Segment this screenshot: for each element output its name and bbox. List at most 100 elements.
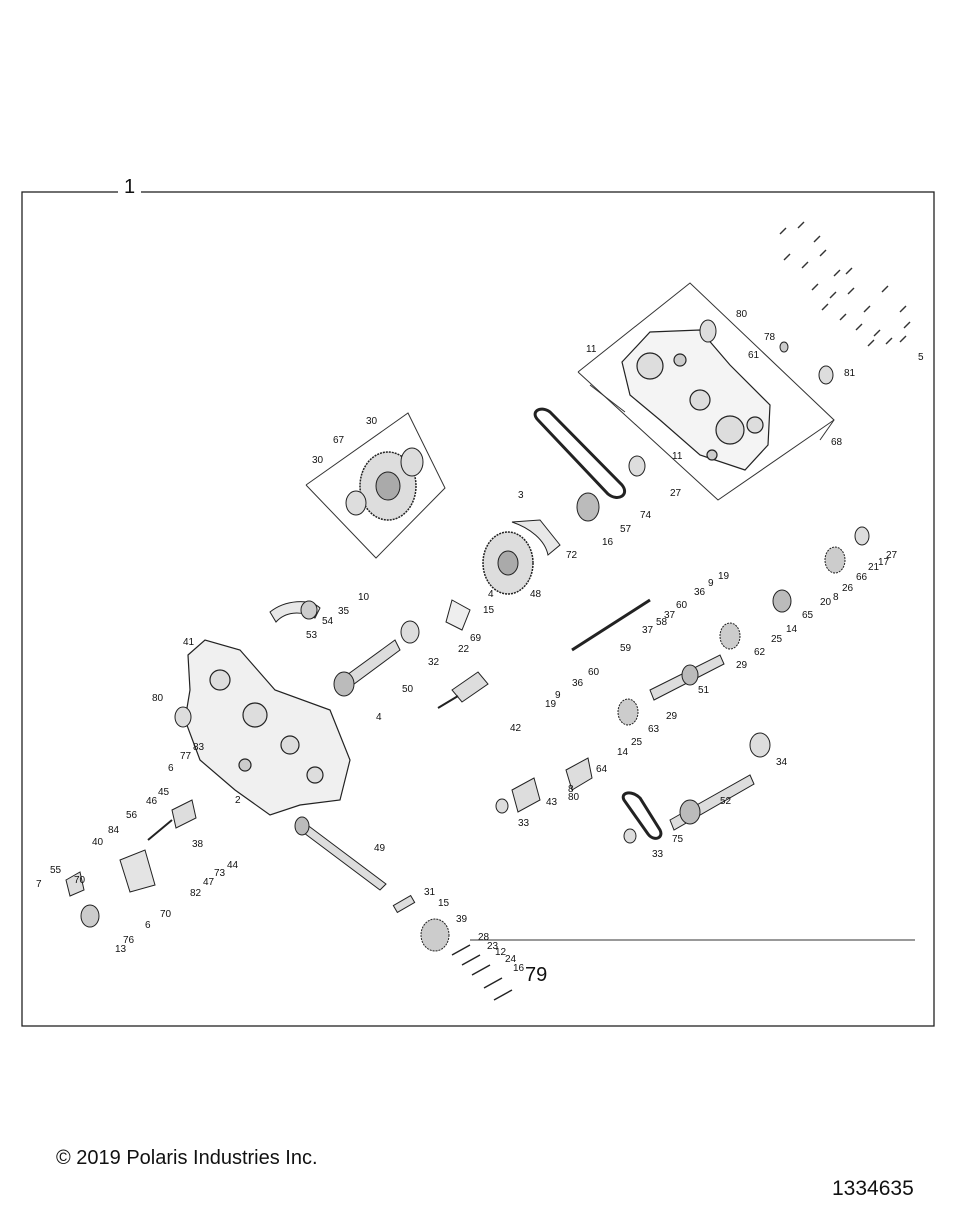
case-half-group-bracket <box>577 282 835 501</box>
lever-55 <box>65 871 85 897</box>
callout-70: 70 <box>74 875 86 886</box>
callout-63: 63 <box>648 724 660 735</box>
callout-5: 5 <box>918 352 924 363</box>
callout-57: 57 <box>620 524 632 535</box>
callout-67: 67 <box>333 435 345 446</box>
gear-48 <box>482 531 534 595</box>
callout-51: 51 <box>698 685 710 696</box>
callout-15: 15 <box>483 605 495 616</box>
callout-9: 9 <box>708 578 714 589</box>
callout-15b: 15 <box>438 898 450 909</box>
gasket-69 <box>445 599 471 631</box>
seal-27 <box>628 455 646 477</box>
callout-6b: 6 <box>145 920 151 931</box>
cover-43 <box>511 777 541 813</box>
callout-64: 64 <box>596 764 608 775</box>
bolt-set-5 <box>779 221 911 347</box>
callout-4b: 4 <box>376 712 382 723</box>
gear-66 <box>824 546 846 574</box>
diagram-number: 1334635 <box>832 1177 914 1200</box>
callout-38: 38 <box>192 839 204 850</box>
callout-26: 26 <box>842 583 854 594</box>
callout-76: 76 <box>123 935 135 946</box>
drive-belt-74 <box>533 407 627 499</box>
housing-40 <box>119 849 156 893</box>
callout-29: 29 <box>736 660 748 671</box>
shift-lever-72 <box>511 519 561 556</box>
gear-62 <box>719 622 741 650</box>
callout-47: 47 <box>203 877 215 888</box>
callout-82: 82 <box>190 888 202 899</box>
seal-80-top <box>699 319 717 343</box>
upper-case-half <box>621 329 771 471</box>
callout-4: 4 <box>488 589 494 600</box>
callout-73: 73 <box>214 868 226 879</box>
frame-label: 1 <box>118 176 142 199</box>
seal-33-left <box>495 798 509 814</box>
callout-3: 3 <box>518 490 524 501</box>
callout-37: 37 <box>664 610 676 621</box>
callout-37b: 37 <box>642 625 654 636</box>
callout-32: 32 <box>428 657 440 668</box>
callout-39: 39 <box>456 914 468 925</box>
callout-84: 84 <box>108 825 120 836</box>
callout-58: 58 <box>656 617 668 628</box>
shim-stack <box>451 944 513 1001</box>
callout-78: 78 <box>764 332 776 343</box>
callout-2: 2 <box>235 795 241 806</box>
callout-27: 27 <box>670 488 682 499</box>
callout-80b: 80 <box>152 693 164 704</box>
callout-13: 13 <box>115 944 127 955</box>
bearing-34 <box>749 732 771 758</box>
callout-55: 55 <box>50 865 62 876</box>
callout-21: 21 <box>868 562 880 573</box>
shaft-56 <box>147 819 173 841</box>
input-shaft-49 <box>294 816 387 891</box>
callout-77: 77 <box>180 751 192 762</box>
callout-11: 11 <box>586 344 597 355</box>
bushing-54 <box>300 600 318 620</box>
callout-34: 34 <box>776 757 788 768</box>
actuator-42 <box>437 671 489 709</box>
gear-group-bracket <box>305 412 446 559</box>
callout-74: 74 <box>640 510 652 521</box>
callout-30: 30 <box>366 416 378 427</box>
callout-83: 83 <box>193 742 205 753</box>
callout-16b: 16 <box>513 963 525 974</box>
callout-49: 49 <box>374 843 386 854</box>
bracket-45 <box>171 799 197 829</box>
output-shaft-51 <box>649 654 725 701</box>
callout-79: 79 <box>525 964 547 986</box>
callout-8: 8 <box>568 784 574 795</box>
callout-16: 16 <box>602 537 614 548</box>
bearing-32 <box>400 620 420 644</box>
belt-75 <box>621 791 663 840</box>
callout-25: 25 <box>631 737 643 748</box>
callout-43: 43 <box>546 797 558 808</box>
callout-29b: 29 <box>666 711 678 722</box>
callout-9b: 9 <box>555 690 561 701</box>
shift-rail-59 <box>571 598 651 652</box>
callout-20: 20 <box>820 597 832 608</box>
callout-65: 65 <box>802 610 814 621</box>
callout-7: 7 <box>36 879 42 890</box>
callout-60: 60 <box>676 600 688 611</box>
callout-31: 31 <box>424 887 436 898</box>
callout-44: 44 <box>227 860 239 871</box>
callout-69: 69 <box>470 633 482 644</box>
callout-8b: 8 <box>833 592 839 603</box>
callout-14: 14 <box>617 747 629 758</box>
seal-81 <box>818 365 834 385</box>
spacer-31 <box>392 894 416 914</box>
shaft-52 <box>669 774 755 831</box>
callout-72: 72 <box>566 550 578 561</box>
callout-14b: 14 <box>786 624 798 635</box>
callout-11b: 11 <box>672 451 683 462</box>
callout-6: 6 <box>168 763 174 774</box>
pinion-shaft-50 <box>333 639 401 697</box>
callout-75: 75 <box>672 834 684 845</box>
callout-12: 12 <box>495 947 507 958</box>
callout-62: 62 <box>754 647 766 658</box>
callout-36b: 36 <box>572 678 584 689</box>
gear-63 <box>617 698 639 726</box>
